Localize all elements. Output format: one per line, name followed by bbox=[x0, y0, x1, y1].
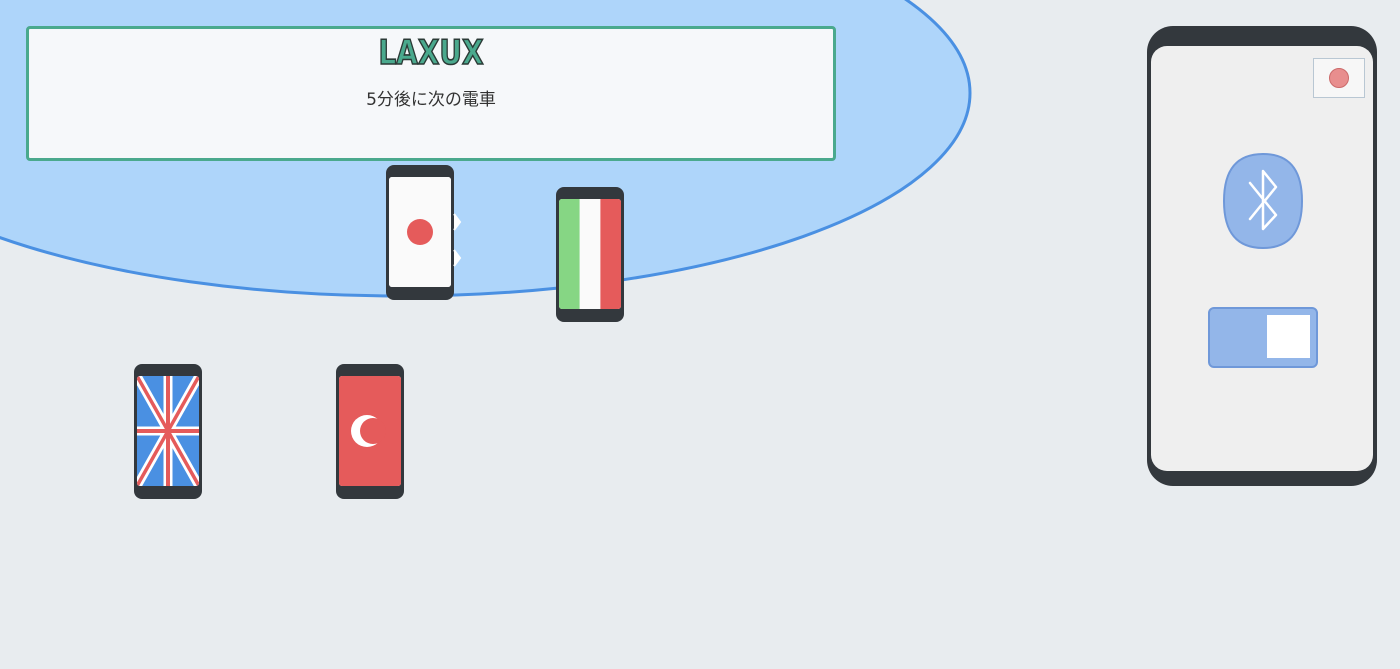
main-phone bbox=[1147, 26, 1377, 486]
phone-italy[interactable] bbox=[556, 187, 624, 322]
phone-screen bbox=[559, 199, 621, 309]
toggle-knob[interactable] bbox=[1267, 315, 1310, 358]
phone-screen bbox=[339, 376, 401, 486]
bluetooth-icon[interactable] bbox=[1222, 151, 1304, 251]
main-phone-screen bbox=[1151, 46, 1373, 471]
uk-flag-icon bbox=[137, 376, 199, 486]
japan-flag-icon bbox=[1329, 68, 1349, 88]
phone-screen bbox=[389, 177, 451, 287]
station-sign: LAXUX 5分後に次の電車 bbox=[26, 26, 836, 161]
japan-flag-icon bbox=[389, 177, 451, 287]
phone-uk[interactable] bbox=[134, 364, 202, 499]
bluetooth-toggle[interactable] bbox=[1208, 307, 1318, 368]
signal-wave-icon bbox=[453, 213, 462, 267]
turkey-flag-icon bbox=[339, 376, 401, 486]
sign-title: LAXUX bbox=[378, 32, 484, 74]
language-flag-button[interactable] bbox=[1313, 58, 1365, 98]
sign-subtitle: 5分後に次の電車 bbox=[366, 90, 496, 110]
phone-turkey[interactable] bbox=[336, 364, 404, 499]
phone-screen bbox=[137, 376, 199, 486]
italy-flag-icon bbox=[559, 199, 621, 309]
phone-japan[interactable] bbox=[386, 165, 454, 300]
